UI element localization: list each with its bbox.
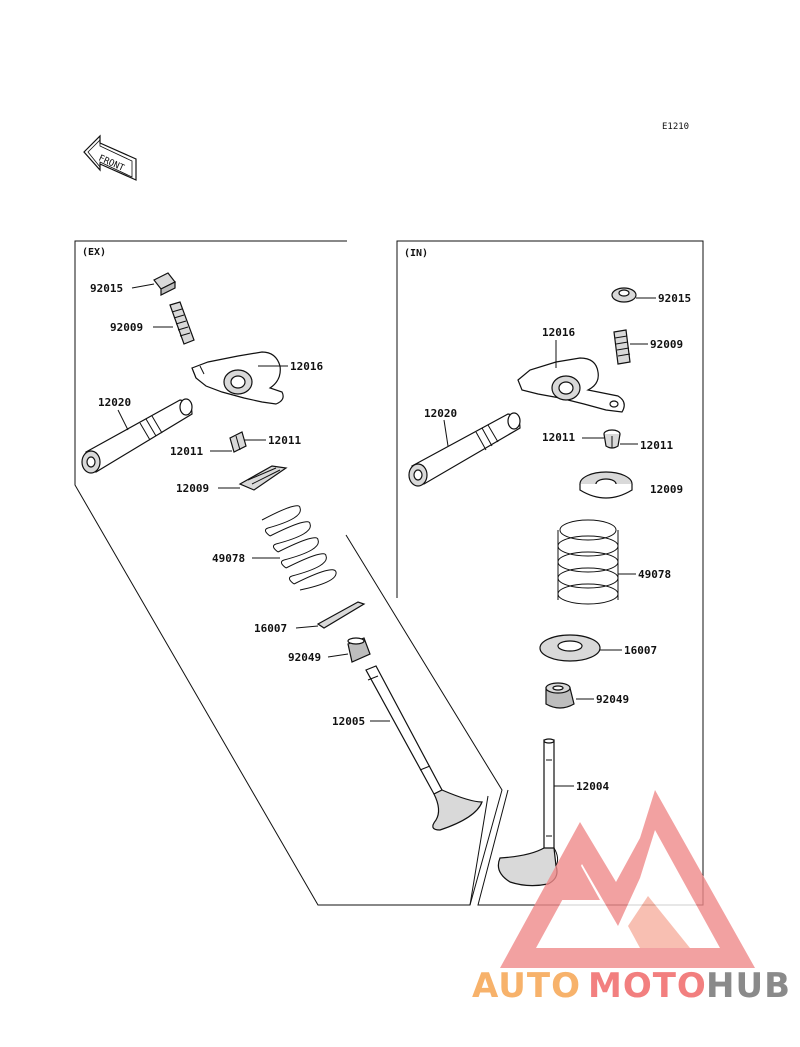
ex-valve-12005	[365, 665, 483, 831]
ex-label-12009: 12009	[176, 482, 209, 495]
ex-screw-92009	[169, 301, 195, 345]
ex-label-12020: 12020	[98, 396, 131, 409]
in-label-49078: 49078	[638, 568, 671, 581]
in-screw-92009	[613, 329, 631, 365]
ex-label-49078: 49078	[212, 552, 245, 565]
in-valve-12004	[497, 738, 559, 887]
diagram-code: E1210	[662, 122, 689, 132]
in-seal-92049	[545, 682, 575, 709]
ex-label-16007: 16007	[254, 622, 287, 635]
ex-label-92049: 92049	[288, 651, 321, 664]
in-nut-92015	[611, 287, 637, 303]
ex-spring-49078	[261, 505, 337, 591]
ex-label-12016: 12016	[290, 360, 323, 373]
watermark-hub: HUB	[706, 966, 791, 1006]
ex-retainer-12009	[238, 465, 288, 491]
ex-section-title: (EX)	[82, 247, 106, 258]
in-keeper-12011	[603, 429, 621, 449]
in-shaft-12020	[408, 412, 521, 487]
ex-label-92015: 92015	[90, 282, 123, 295]
in-label-92015: 92015	[658, 292, 691, 305]
in-label-12011-right: 12011	[640, 439, 673, 452]
ex-keeper-12011	[229, 431, 247, 453]
ex-label-12011-left: 12011	[170, 445, 203, 458]
watermark-logo-icon	[500, 790, 755, 968]
in-spring-49078	[557, 519, 619, 605]
in-label-16007: 16007	[624, 644, 657, 657]
in-label-12016: 12016	[542, 326, 575, 339]
ex-seal-92049	[347, 637, 371, 663]
in-label-92009: 92009	[650, 338, 683, 351]
ex-seat-16007	[316, 601, 366, 629]
ex-label-12005: 12005	[332, 715, 365, 728]
ex-label-12011-right: 12011	[268, 434, 301, 447]
ex-section-border-inner	[469, 795, 489, 906]
in-section-title: (IN)	[404, 248, 428, 259]
in-label-12004: 12004	[576, 780, 609, 793]
in-retainer-12009	[579, 471, 633, 499]
ex-shaft-12020	[81, 398, 193, 474]
ex-rocker-arm-12016	[191, 351, 284, 405]
watermark-moto: MOTO	[588, 966, 707, 1006]
ex-section-border	[74, 240, 503, 906]
ex-nut-92015	[153, 272, 176, 296]
in-label-12020: 12020	[424, 407, 457, 420]
front-arrow-icon: FRONT	[83, 134, 137, 181]
in-label-12009: 12009	[650, 483, 683, 496]
watermark-text: AUTO MOTO HUB	[472, 966, 791, 1006]
in-label-92049: 92049	[596, 693, 629, 706]
in-label-12011-left: 12011	[542, 431, 575, 444]
in-rocker-arm-12016	[517, 357, 625, 413]
in-section-border	[396, 240, 704, 906]
watermark-auto: AUTO	[472, 966, 581, 1006]
ex-label-92009: 92009	[110, 321, 143, 334]
in-seat-16007	[539, 634, 601, 662]
